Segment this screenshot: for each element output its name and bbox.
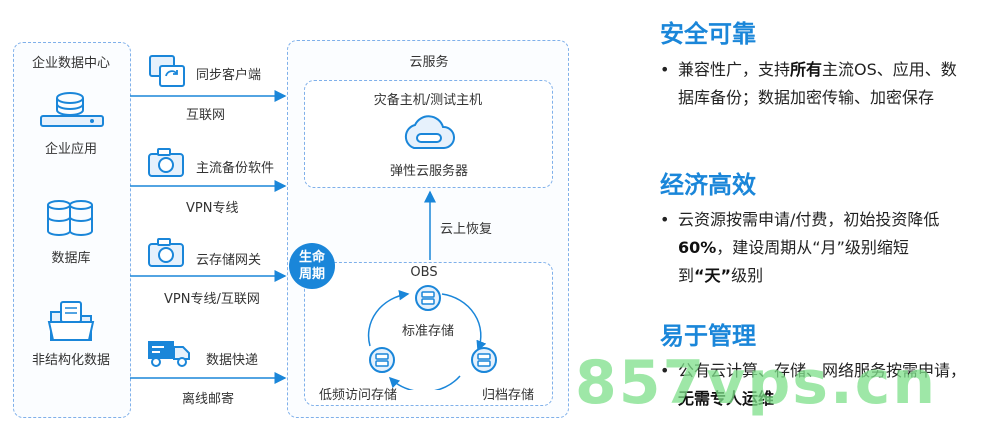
feature-text-segment: 60% bbox=[678, 238, 717, 257]
channel-tool-sync-client: 同步客户端 bbox=[196, 68, 262, 83]
storage-archive-label: 归档存储 bbox=[481, 388, 535, 403]
cloud-restore-label: 云上恢复 bbox=[440, 222, 493, 237]
camera-icon bbox=[148, 238, 184, 267]
feature-heading-secure: 安全可靠 bbox=[660, 20, 756, 48]
storage-cycle bbox=[367, 289, 487, 390]
channel-link-internet: 互联网 bbox=[186, 108, 226, 123]
database-server-icon bbox=[40, 92, 104, 127]
storage-disk-icon bbox=[471, 347, 497, 373]
obs-title: OBS bbox=[410, 265, 438, 280]
feature-text-segment: 所有 bbox=[790, 60, 823, 79]
lifecycle-badge: 生命周期 bbox=[289, 243, 335, 289]
feature-text-economic: •云资源按需申请/付费，初始投资降低60%，建设周期从“月”级别缩短到“天”级别 bbox=[660, 210, 940, 285]
host-box-title: 灾备主机/测试主机 bbox=[373, 93, 483, 108]
feature-heading-manage: 易于管理 bbox=[660, 322, 756, 350]
channel-link-vpn-internet: VPN专线/互联网 bbox=[164, 292, 260, 307]
elastic-server-label: 弹性云服务器 bbox=[389, 164, 469, 179]
channel-link-offline-mail: 离线邮寄 bbox=[182, 392, 235, 407]
feature-text-segment: 云资源按需申请/付费，初始投资降低 bbox=[678, 210, 940, 229]
storage-disk-icon bbox=[369, 347, 395, 373]
feature-heading-economic: 经济高效 bbox=[660, 171, 756, 199]
delivery-truck-icon bbox=[148, 341, 190, 367]
restore-arrow bbox=[424, 190, 436, 260]
channel-link-vpn: VPN专线 bbox=[186, 201, 239, 216]
item-label-database: 数据库 bbox=[51, 251, 91, 266]
item-label-unstructured: 非结构化数据 bbox=[31, 353, 111, 368]
feature-text-segment: 兼容性广，支持 bbox=[678, 60, 791, 79]
camera-icon bbox=[148, 148, 184, 177]
enterprise-datacenter-panel bbox=[13, 42, 131, 418]
feature-text-segment: 主流OS、应用、数据库备份；数据加密传输、加密保存 bbox=[678, 60, 957, 107]
channel-tool-storage-gateway: 云存储网关 bbox=[196, 253, 262, 268]
cloud-server-icon bbox=[404, 115, 455, 149]
watermark-text: 857vps.cn bbox=[575, 348, 938, 418]
feature-text-segment: ，建设周期从“月”级别缩短到 bbox=[678, 238, 909, 285]
channel-tool-data-express: 数据快递 bbox=[206, 353, 259, 368]
feature-text-segment: 无需专人运维 bbox=[678, 389, 775, 408]
sync-client-icon bbox=[149, 55, 185, 87]
feature-text-manage: •公有云计算、存储、网络服务按需申请，无需专人运维 bbox=[660, 361, 967, 408]
feature-text-segment: 公有云计算、存储、网络服务按需申请， bbox=[678, 361, 967, 380]
item-label-enterprise-app: 企业应用 bbox=[44, 142, 98, 157]
storage-standard-label: 标准存储 bbox=[401, 324, 455, 339]
storage-disk-icon bbox=[415, 285, 441, 311]
channel-arrows bbox=[130, 90, 287, 384]
datacenter-title: 企业数据中心 bbox=[31, 56, 111, 71]
channel-tool-backup-software: 主流备份软件 bbox=[196, 161, 275, 176]
file-folder-icon bbox=[47, 301, 95, 341]
storage-infrequent-label: 低频访问存储 bbox=[318, 388, 398, 403]
feature-text-secure: •兼容性广，支持所有主流OS、应用、数据库备份；数据加密传输、加密保存 bbox=[660, 60, 957, 107]
database-cluster-icon bbox=[47, 200, 93, 236]
feature-text-segment: “天” bbox=[694, 266, 732, 285]
feature-text-segment: 级别 bbox=[731, 266, 764, 285]
cloud-service-title: 云服务 bbox=[409, 55, 449, 70]
